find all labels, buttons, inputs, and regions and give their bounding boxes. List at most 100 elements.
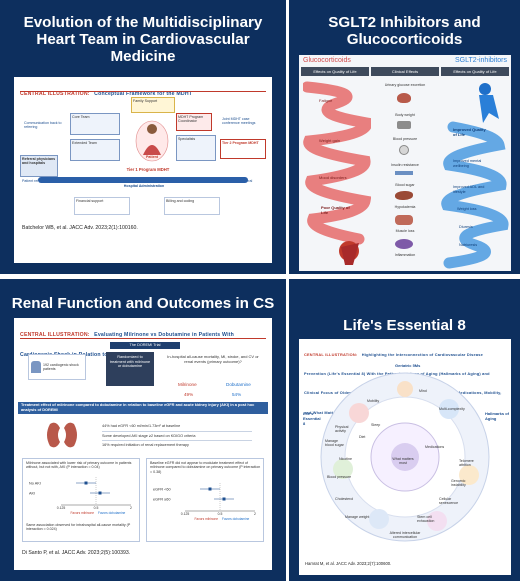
outcome-text: In-hospital all-cause mortality, MI, str… (167, 354, 259, 364)
sglt2-spiral (441, 83, 509, 269)
ring-item: Sleep (371, 423, 381, 427)
header-middle: Clinical Effects (371, 67, 439, 76)
outer-label-le8: Life's Essential 8 (303, 411, 321, 426)
extended-team-box: Extended Team (70, 139, 120, 161)
muscle-icon (395, 215, 413, 225)
left-item-poor-qol: Poor Quality of Life (321, 205, 350, 215)
central-illustration-panel: CENTRAL ILLUSTRATION: Evaluating Milrino… (14, 318, 272, 570)
header-right: Effects on Quality of Life (441, 67, 509, 76)
ring-item: Manage weight (345, 515, 370, 519)
card-title[interactable]: SGLT2 Inhibitors and Glucocorticoids (328, 14, 481, 49)
le8-circle-diagram (320, 372, 490, 542)
central-illustration-panel: CENTRAL ILLUSTRATION: Conceptual Framewo… (14, 77, 272, 263)
communication-label: Communication back to referring (24, 121, 62, 130)
glucocorticoid-spiral (303, 81, 371, 265)
ring-item: Medications (425, 445, 445, 449)
ring-item: Genomic instability (451, 479, 466, 488)
central-label: CENTRAL ILLUSTRATION: (20, 332, 90, 338)
central-label: CENTRAL ILLUSTRATION: (20, 91, 90, 97)
kidney-icon (397, 93, 411, 103)
central-illustration-heading: CENTRAL ILLUSTRATION: Conceptual Framewo… (20, 82, 266, 100)
ring-item: Manage blood sugar (325, 439, 344, 448)
central-title: Conceptual Framework for the MDHT (94, 91, 193, 97)
ring-item: Blood pressure (327, 475, 352, 479)
sglt2-label: SGLT2-inhibitors (454, 57, 507, 64)
patient-label: Patient (146, 155, 158, 159)
right-item-improved-qol: Improved Quality of Life (453, 127, 486, 137)
clinical-effect-0: Urinary glucose excretion (384, 83, 426, 87)
randomized-box: Randomized to treatment with milrinone o… (106, 352, 154, 386)
ring-item: Cellular senescence (439, 497, 459, 506)
billing-box: Billing and coding (164, 197, 220, 215)
referral-box: Referral physicians and hospitals (20, 155, 58, 177)
clinical-effect-2: Blood pressure (392, 137, 418, 141)
ring-item: Physical activity (335, 425, 349, 434)
favors-dobutamine-label: Favors dobutamine (98, 511, 126, 515)
card-title[interactable]: Life's Essential 8 (343, 317, 466, 334)
article-card-sglt2[interactable]: SGLT2 Inhibitors and Glucocorticoids Glu… (289, 0, 520, 274)
patient-figure: Patient (135, 115, 169, 163)
aki-panel-title: Milrinone associated with lower risk of … (26, 461, 132, 470)
ring-item: Stem cell exhaustion (417, 515, 435, 524)
favors-milrinone-label: Favors milrinone (194, 517, 218, 521)
patients-box: 192 cardiogenic shock patients (28, 354, 86, 380)
divider (20, 91, 266, 92)
axis-tick-label: 0.5 (94, 506, 99, 510)
family-support-box: Family Support (131, 97, 175, 113)
clinical-effects-column: Urinary glucose excretion Body weight Bl… (373, 79, 437, 267)
milrinone-label: Milrinone (178, 382, 197, 387)
joint-conference-label: Joint MDHT case conference meetings (222, 117, 256, 126)
card-title[interactable]: Renal Function and Outcomes in CS (11, 295, 275, 312)
admin-bar (38, 177, 248, 183)
egfr-panel-title: Baseline eGFR did not appear to modulate… (150, 461, 261, 474)
axis-tick-label: 2 (130, 506, 132, 510)
glucocorticoids-label: Glucocorticoids (303, 57, 351, 64)
aki-panel-caption: Same association observed for intrahospi… (26, 523, 131, 532)
clinical-effect-5: Hypokalemia (394, 205, 416, 209)
card-title[interactable]: Evolution of the Multidisciplinary Heart… (23, 14, 263, 66)
financial-box: Financial support (74, 197, 130, 215)
ring-item: Mind (419, 389, 427, 393)
tier1-label: Tier 1 Program MDHT (126, 167, 170, 172)
left-item-weight: Weight gain (319, 138, 341, 143)
kidney-image (44, 420, 80, 450)
aki-forest-panel: Milrinone associated with lower risk of … (22, 458, 140, 542)
insulin-icon (395, 171, 413, 175)
favors-dobutamine-label: Favors dobutamine (222, 517, 250, 521)
right-item-natriuresis: Natriuresis (459, 243, 478, 247)
tier2-box: Tier 2 Program MDHT (220, 139, 266, 159)
sglt2-illustration: Glucocorticoids SGLT2-inhibitors Effects… (299, 55, 511, 271)
header-left: Effects on Quality of Life (301, 67, 369, 76)
citation: Batchelor WB, et al. JACC Adv. 2023;2(1)… (22, 225, 138, 231)
trial-banner: The DOREMI Trial (110, 342, 180, 349)
ring-item: Altered intercellular communication (389, 531, 421, 540)
left-item-fatigue: Fatigue (319, 98, 333, 103)
left-item-mood: Mood disorders (319, 175, 347, 180)
patients-text: 192 cardiogenic shock patients (43, 362, 79, 371)
article-card-le8[interactable]: Life's Essential 8 CENTRAL ILLUSTRATION:… (289, 279, 520, 581)
clinical-effect-6: Muscle loss (395, 229, 415, 233)
article-card-mdht[interactable]: Evolution of the Multidisciplinary Heart… (0, 0, 286, 274)
point-estimate (208, 487, 212, 491)
clinical-effect-4: Blood sugar (395, 183, 415, 187)
patients-icon (31, 361, 41, 373)
forest-row-label: No AKI (29, 482, 41, 486)
clinical-effect-7: Inflammation (394, 253, 416, 257)
patient-referral-label: Patient referral (22, 179, 46, 183)
outer-label-5ms: Geriatric 5Ms (395, 363, 421, 368)
forest-row-label: AKI (29, 492, 35, 496)
coordinator-box: MDHT Program Coordinator (176, 113, 212, 131)
egfr-forest-panel: Baseline eGFR did not appear to modulate… (146, 458, 264, 542)
forest-row-label: eGFR <60 (153, 488, 171, 492)
axis-tick-label: 2 (254, 512, 256, 516)
article-card-renal[interactable]: Renal Function and Outcomes in CS CENTRA… (0, 279, 286, 581)
favors-milrinone-label: Favors milrinone (70, 511, 94, 515)
axis-tick-label: 0.5 (218, 512, 223, 516)
inflammation-icon (395, 239, 413, 249)
ring-item: Mobility (367, 399, 380, 403)
clinical-effect-1: Body weight (395, 113, 415, 117)
right-item-adl: Improved ADL and lifestyle (453, 185, 485, 194)
